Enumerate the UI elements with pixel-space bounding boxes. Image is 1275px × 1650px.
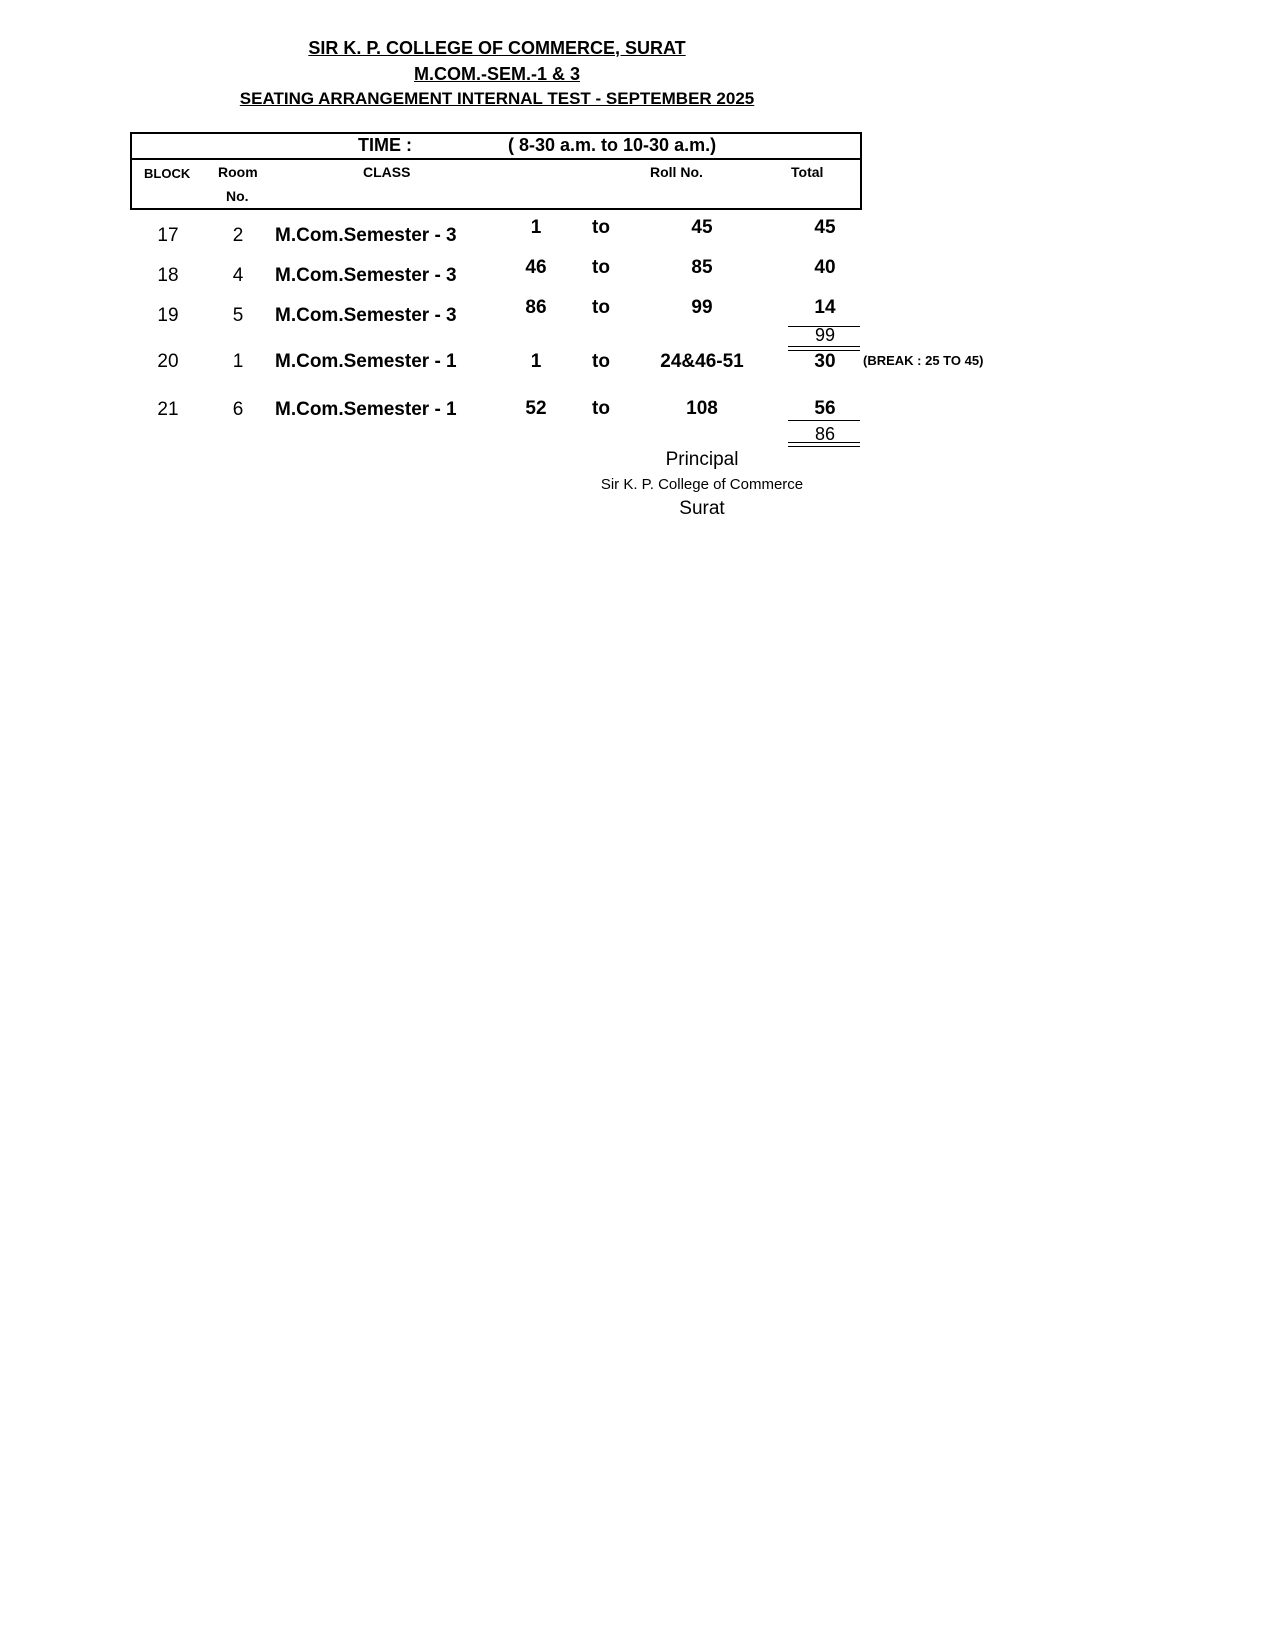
col-room-no: No. xyxy=(226,188,249,204)
roll-to-word: to xyxy=(592,257,610,278)
block: 17 xyxy=(157,225,179,246)
room: 1 xyxy=(232,351,244,372)
roll-from: 1 xyxy=(530,351,542,372)
col-room: Room xyxy=(218,164,258,180)
subtotal-rule xyxy=(788,420,860,421)
roll-to-word: to xyxy=(592,398,610,419)
roll-from: 86 xyxy=(525,297,547,318)
class: M.Com.Semester - 3 xyxy=(275,225,457,246)
col-class: CLASS xyxy=(363,164,411,180)
header-table xyxy=(130,132,862,210)
subtotal-rule xyxy=(788,326,860,327)
total: 56 xyxy=(814,398,836,419)
class: M.Com.Semester - 3 xyxy=(275,305,457,326)
room: 4 xyxy=(232,265,244,286)
total: 14 xyxy=(814,297,836,318)
roll-from: 46 xyxy=(525,257,547,278)
signature-title: Principal xyxy=(665,449,739,470)
header-divider xyxy=(132,158,860,160)
roll-to-word: to xyxy=(592,297,610,318)
roll-to-word: to xyxy=(592,351,610,372)
col-roll: Roll No. xyxy=(650,164,703,180)
room: 5 xyxy=(232,305,244,326)
total: 40 xyxy=(814,257,836,278)
col-block: BLOCK xyxy=(144,166,191,181)
roll-from: 1 xyxy=(530,217,542,238)
double-rule xyxy=(788,346,860,351)
room: 6 xyxy=(232,399,244,420)
block: 21 xyxy=(157,399,179,420)
double-rule xyxy=(788,442,860,447)
roll-upto: 99 xyxy=(691,297,713,318)
roll-from: 52 xyxy=(525,398,547,419)
block: 18 xyxy=(157,265,179,286)
roll-upto: 45 xyxy=(691,217,713,238)
total: 30 xyxy=(814,351,836,372)
col-total: Total xyxy=(791,164,824,180)
roll-upto: 108 xyxy=(686,398,718,419)
signature-city: Surat xyxy=(679,498,725,519)
roll-upto: 85 xyxy=(691,257,713,278)
class: M.Com.Semester - 1 xyxy=(275,399,457,420)
break-note: (BREAK : 25 TO 45) xyxy=(863,353,984,368)
room: 2 xyxy=(232,225,244,246)
course-title: M.COM.-SEM.-1 & 3 xyxy=(413,64,580,84)
roll-to-word: to xyxy=(592,217,610,238)
time-label: TIME : xyxy=(358,135,412,155)
class: M.Com.Semester - 1 xyxy=(275,351,457,372)
signature-org: Sir K. P. College of Commerce xyxy=(600,476,804,493)
block: 20 xyxy=(157,351,179,372)
subtotal-sem1: 86 xyxy=(814,424,836,444)
college-name: SIR K. P. COLLEGE OF COMMERCE, SURAT xyxy=(308,38,686,58)
subtotal-sem3: 99 xyxy=(814,325,836,345)
class: M.Com.Semester - 3 xyxy=(275,265,457,286)
total: 45 xyxy=(814,217,836,238)
roll-upto: 24&46-51 xyxy=(660,351,744,372)
block: 19 xyxy=(157,305,179,326)
document-subtitle: SEATING ARRANGEMENT INTERNAL TEST - SEPT… xyxy=(239,89,755,108)
time-value: ( 8-30 a.m. to 10-30 a.m.) xyxy=(508,135,717,155)
